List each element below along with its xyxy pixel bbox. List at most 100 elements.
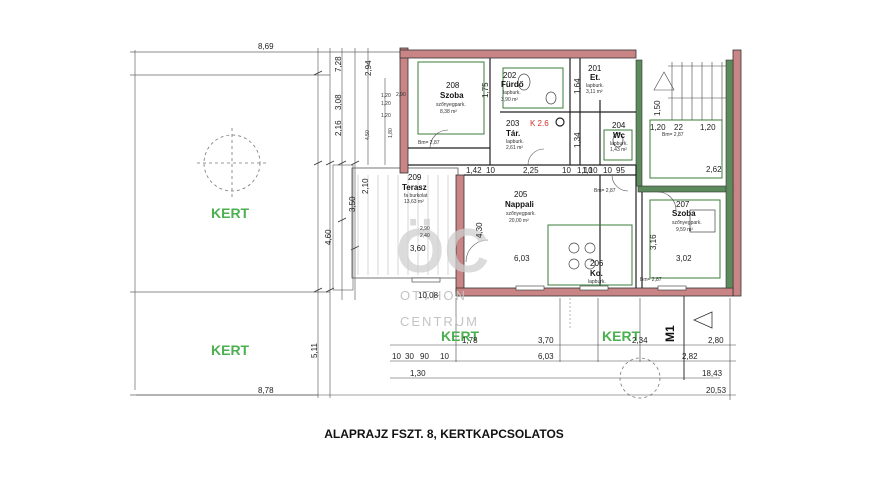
room-floor: szőnyegpark. bbox=[436, 102, 466, 108]
dimension-ticks bbox=[313, 70, 360, 293]
dim-value: 1,20 bbox=[381, 93, 391, 99]
dim-value: 10 bbox=[603, 166, 612, 175]
dim-value: 5,11 bbox=[310, 342, 319, 358]
dim-value: 1,10 bbox=[577, 166, 593, 175]
dim-value: 2,90 bbox=[420, 226, 430, 232]
dim-room-widths: 6,03 3,02 10,08 1,10 bbox=[418, 166, 692, 300]
dim-value: 10 bbox=[486, 166, 495, 175]
section-mark: M1 bbox=[663, 325, 677, 342]
room-outlines bbox=[417, 61, 723, 286]
dim-right-small: 1,20 22 1,20 2,62 bbox=[650, 123, 722, 174]
dim-value: 3,16 bbox=[649, 234, 658, 250]
room-number: 201 bbox=[588, 64, 602, 73]
dim-bottom-row-1: 1,78 3,70 2,34 2,80 bbox=[462, 336, 724, 345]
dim-value: 1,20 bbox=[700, 123, 716, 132]
dim-value: 4,30 bbox=[475, 222, 484, 238]
dim-value: 2,34 bbox=[632, 336, 648, 345]
dim-value: 2,90 bbox=[396, 92, 406, 98]
room-number: 208 bbox=[446, 81, 460, 90]
door-swings bbox=[429, 129, 677, 263]
dim-value: 2,16 bbox=[334, 120, 343, 136]
dim-bottom-row-4: 8,78 20,53 bbox=[258, 386, 727, 395]
dim-terrace: 3,60 2,90 2,40 bbox=[410, 226, 430, 253]
room-202: 202 Fürdő lapburk. 3,90 m² bbox=[501, 71, 524, 103]
room-area: 3,11 m² bbox=[586, 89, 603, 95]
room-204: 204 Wc lapburk. 1,43 m² bbox=[610, 121, 628, 153]
dim-bottom-row-2: 10 30 90 10 6,03 2,82 bbox=[392, 352, 698, 361]
dim-value: 1,50 bbox=[653, 100, 662, 116]
building-walls bbox=[399, 47, 742, 297]
room-name: Terasz bbox=[402, 183, 427, 192]
dim-value: 2,25 bbox=[523, 166, 539, 175]
room-201: 201 Et. lapburk. 3,11 m² bbox=[586, 64, 604, 95]
room-floor: lapburk. bbox=[610, 141, 628, 147]
bm-label: Bm= 2,87 bbox=[594, 188, 616, 194]
room-area: 2,61 m² bbox=[506, 145, 523, 151]
dim-value: 1,20 bbox=[381, 113, 391, 119]
garden-label-center: KERT bbox=[441, 328, 480, 344]
dim-value: 6,03 bbox=[538, 352, 554, 361]
room-name: Szoba bbox=[672, 209, 696, 218]
dim-value: 2,80 bbox=[708, 336, 724, 345]
room-name: Nappali bbox=[505, 200, 534, 209]
dim-value: 2,10 bbox=[361, 178, 370, 194]
dim-left-column: 7,28 3,08 2,16 4,60 3,50 2,10 5,11 bbox=[310, 56, 370, 358]
dim-value: 3,08 bbox=[334, 94, 343, 110]
room-area: 20,00 m² bbox=[509, 218, 529, 224]
dim-value: 1,30 bbox=[410, 369, 426, 378]
dim-value: 1,75 bbox=[481, 82, 490, 98]
dim-value: 95 bbox=[616, 166, 625, 175]
dim-value: 6,03 bbox=[514, 254, 530, 263]
dim-value: 1,78 bbox=[462, 336, 478, 345]
stairs bbox=[653, 62, 726, 120]
dim-value: 3,50 bbox=[348, 196, 357, 212]
garden-label-top-left: KERT bbox=[211, 205, 250, 221]
room-floor: lapburk. bbox=[586, 83, 604, 89]
dim-value: 20,53 bbox=[706, 386, 727, 395]
room-name: Et. bbox=[590, 73, 600, 82]
room-area: 13,63 m² bbox=[404, 199, 424, 205]
dim-value: 3,70 bbox=[538, 336, 554, 345]
dim-value: 4,50 bbox=[365, 130, 371, 140]
dim-value: 7,28 bbox=[334, 56, 343, 72]
plan-caption: ALAPRAJZ FSZT. 8, KERTKAPCSOLATOS bbox=[324, 427, 564, 441]
dim-plan-vertical: 4,30 3,16 1,75 1,64 2,94 1,34 1,50 bbox=[364, 60, 662, 250]
dim-value: 1,20 bbox=[381, 101, 391, 107]
dim-value: 2,82 bbox=[682, 352, 698, 361]
dim-value: 22 bbox=[674, 123, 683, 132]
k-marker: K 2.6 bbox=[530, 119, 549, 128]
dim-value: 1,20 bbox=[650, 123, 666, 132]
room-floor: lapburk. bbox=[503, 90, 521, 96]
dim-value: 1,10 bbox=[582, 166, 598, 175]
room-number: 203 bbox=[506, 119, 520, 128]
fixtures bbox=[517, 73, 716, 270]
dim-value: 1,42 bbox=[466, 166, 482, 175]
room-207: 207 Szoba szőnyegpark. 9,59 m² bbox=[672, 200, 702, 233]
bottom-dim-lines bbox=[136, 298, 736, 400]
room-number: 202 bbox=[503, 71, 517, 80]
watermark-line2: CENTRUM bbox=[400, 314, 479, 329]
dim-value: 30 bbox=[405, 352, 414, 361]
dim-value: 3,02 bbox=[676, 254, 692, 263]
room-number: 209 bbox=[408, 173, 422, 182]
dim-value: 8,78 bbox=[258, 386, 274, 395]
plot-lines bbox=[130, 48, 400, 398]
bm-label: Bm= 2,87 bbox=[418, 140, 440, 146]
watermark-logo: ÖC bbox=[396, 217, 489, 286]
dim-value: 1,34 bbox=[573, 132, 582, 148]
room-area: 3,90 m² bbox=[501, 97, 518, 103]
bm-label: Bm= 2,87 bbox=[662, 132, 684, 138]
dim-value: 2,94 bbox=[364, 60, 373, 76]
dim-value: 4,60 bbox=[324, 229, 333, 245]
dim-value: 90 bbox=[420, 352, 429, 361]
garden-label-right: KERT bbox=[602, 328, 641, 344]
room-name: Ko. bbox=[590, 269, 603, 278]
watermark-line1: OTTHON bbox=[400, 288, 467, 303]
room-name: Fürdő bbox=[501, 80, 524, 89]
room-number: 205 bbox=[514, 190, 528, 199]
section-arrow bbox=[683, 296, 713, 380]
garden-label-bottom-left: KERT bbox=[211, 342, 250, 358]
window-markers bbox=[411, 277, 687, 291]
room-203: 203 Tár. lapburk. 2,61 m² bbox=[506, 119, 524, 151]
dim-bottom-row-3: 1,30 18,43 bbox=[410, 369, 723, 378]
